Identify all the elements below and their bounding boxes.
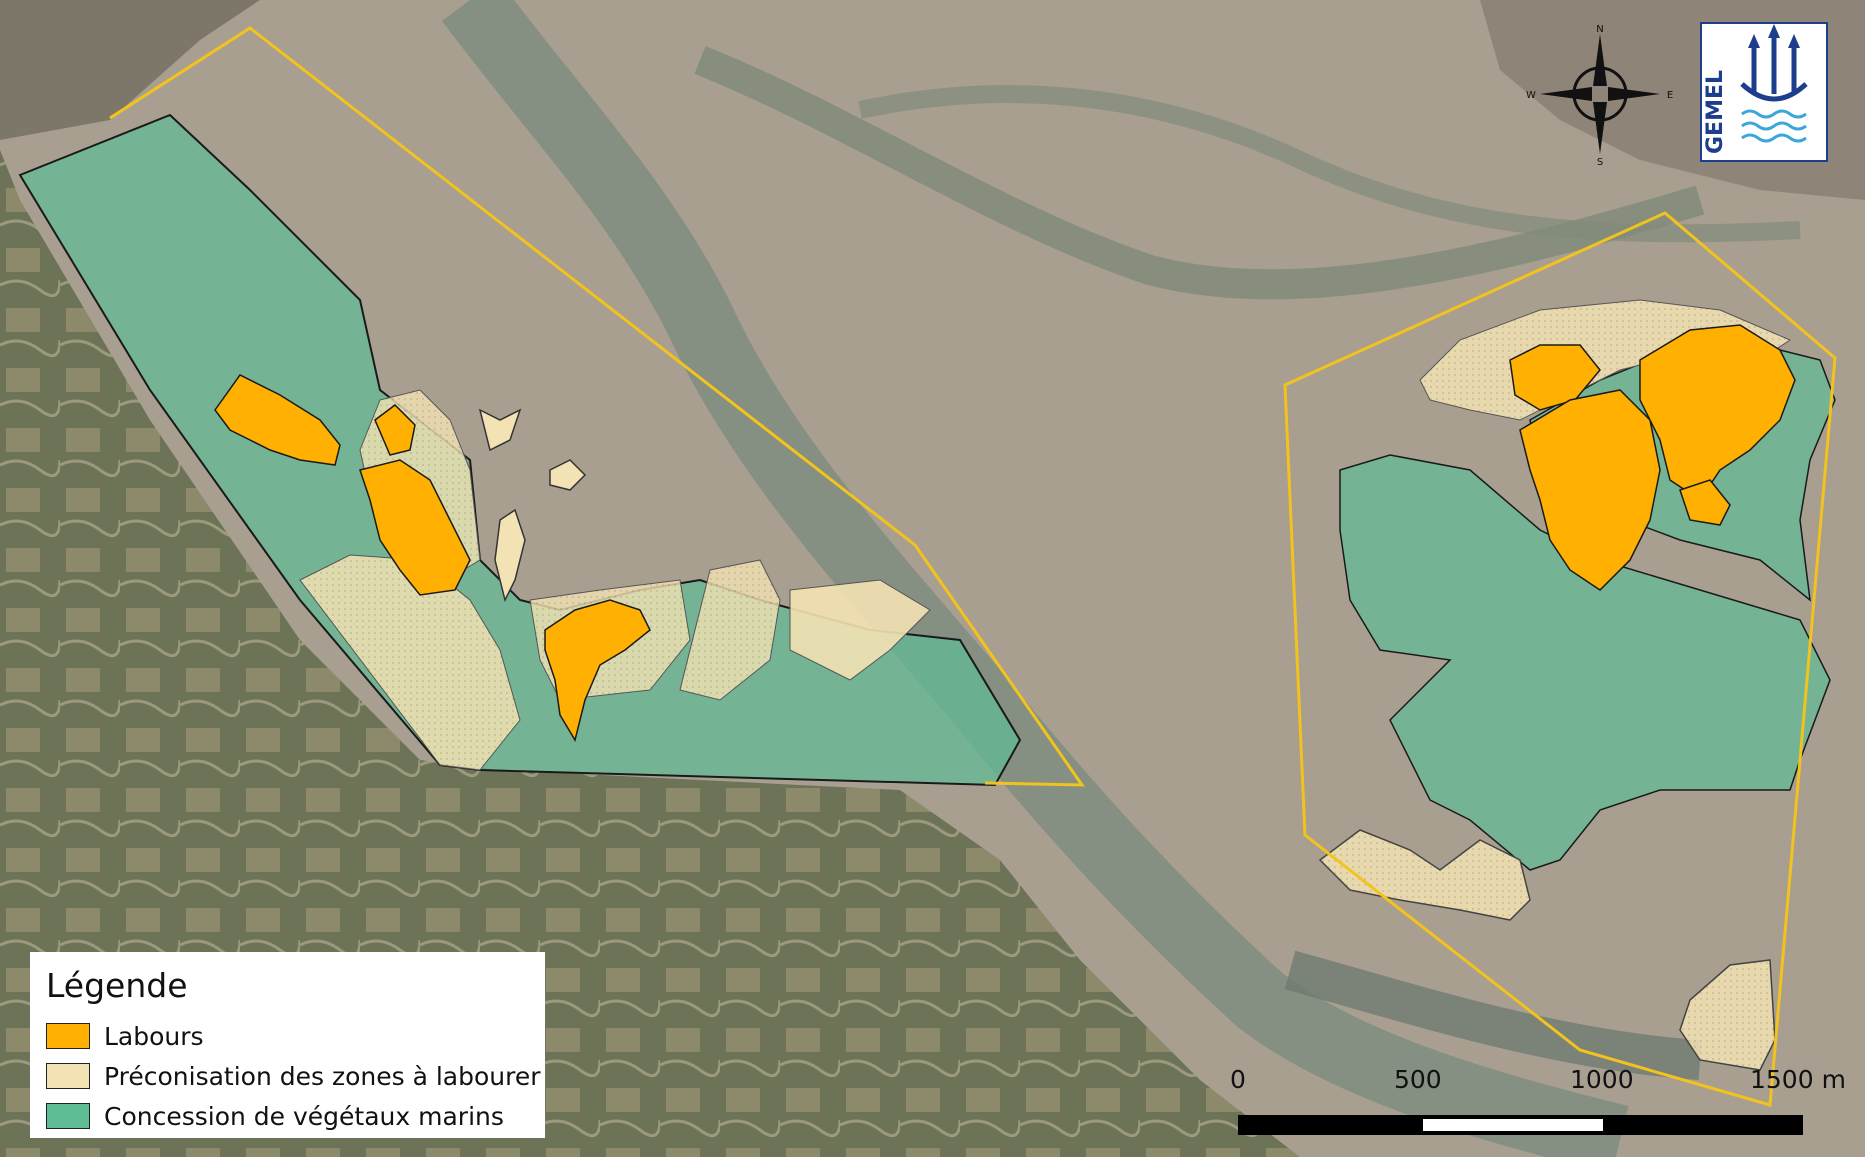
labours-zone[interactable] bbox=[1639, 324, 1796, 502]
labours-zone[interactable] bbox=[1679, 479, 1731, 526]
legend-item-labours: Labours bbox=[46, 1016, 529, 1056]
preconisation-zone[interactable] bbox=[299, 554, 521, 771]
preconisation-zone[interactable] bbox=[1318, 829, 1531, 921]
labours-zone[interactable] bbox=[544, 599, 651, 742]
legend-label: Préconisation des zones à labourer bbox=[104, 1061, 541, 1091]
labours-zone[interactable] bbox=[1519, 389, 1661, 591]
preconisation-zone[interactable] bbox=[679, 559, 781, 701]
legend-swatch-labours bbox=[46, 1023, 90, 1049]
compass-rose: N S W E bbox=[1525, 22, 1675, 168]
labours-zone[interactable] bbox=[374, 404, 416, 456]
preconisation-zone[interactable] bbox=[478, 408, 522, 452]
preconisation-zone[interactable] bbox=[1679, 959, 1776, 1071]
channel bbox=[694, 46, 1705, 300]
preconisation-zone[interactable] bbox=[549, 459, 587, 491]
scale-label-500: 500 bbox=[1394, 1065, 1442, 1094]
compass-w: W bbox=[1526, 90, 1536, 101]
trident-wave-icon: GEMEL bbox=[1703, 24, 1808, 154]
channel bbox=[1284, 950, 1702, 1080]
dune-land bbox=[0, 150, 1300, 1157]
legend-swatch-preconisation bbox=[46, 1063, 90, 1089]
compass-s: S bbox=[1597, 157, 1603, 167]
gemel-logo: GEMEL bbox=[1700, 22, 1828, 162]
preconisation-zone[interactable] bbox=[789, 579, 931, 681]
legend-item-preconisation: Préconisation des zones à labourer bbox=[46, 1056, 541, 1096]
scale-bar: 0 500 1000 1500 m bbox=[1220, 1065, 1860, 1145]
legend: Légende Labours Préconisation des zones … bbox=[30, 952, 545, 1138]
labours-zone[interactable] bbox=[1509, 344, 1601, 411]
compass-n: N bbox=[1596, 24, 1603, 35]
preconisation-zone[interactable] bbox=[494, 508, 526, 603]
boundary-right bbox=[1283, 211, 1837, 1107]
scale-label-1000: 1000 bbox=[1570, 1065, 1634, 1094]
logo-text: GEMEL bbox=[1703, 70, 1728, 154]
channel bbox=[858, 85, 1801, 243]
town-strip bbox=[0, 0, 260, 140]
scale-bar-graphic bbox=[1238, 1115, 1803, 1135]
labours-zone[interactable] bbox=[214, 374, 341, 466]
scale-label-0: 0 bbox=[1230, 1065, 1246, 1094]
legend-swatch-concession bbox=[46, 1103, 90, 1129]
scale-label-1500: 1500 m bbox=[1750, 1065, 1846, 1094]
legend-label: Concession de végétaux marins bbox=[104, 1101, 504, 1131]
compass-icon: N S W E bbox=[1526, 24, 1673, 168]
boundary-left bbox=[109, 26, 1085, 787]
legend-label: Labours bbox=[104, 1021, 204, 1051]
legend-title: Légende bbox=[46, 966, 188, 1005]
legend-item-concession: Concession de végétaux marins bbox=[46, 1096, 529, 1136]
compass-e: E bbox=[1667, 90, 1673, 101]
labours-zone[interactable] bbox=[359, 459, 471, 596]
